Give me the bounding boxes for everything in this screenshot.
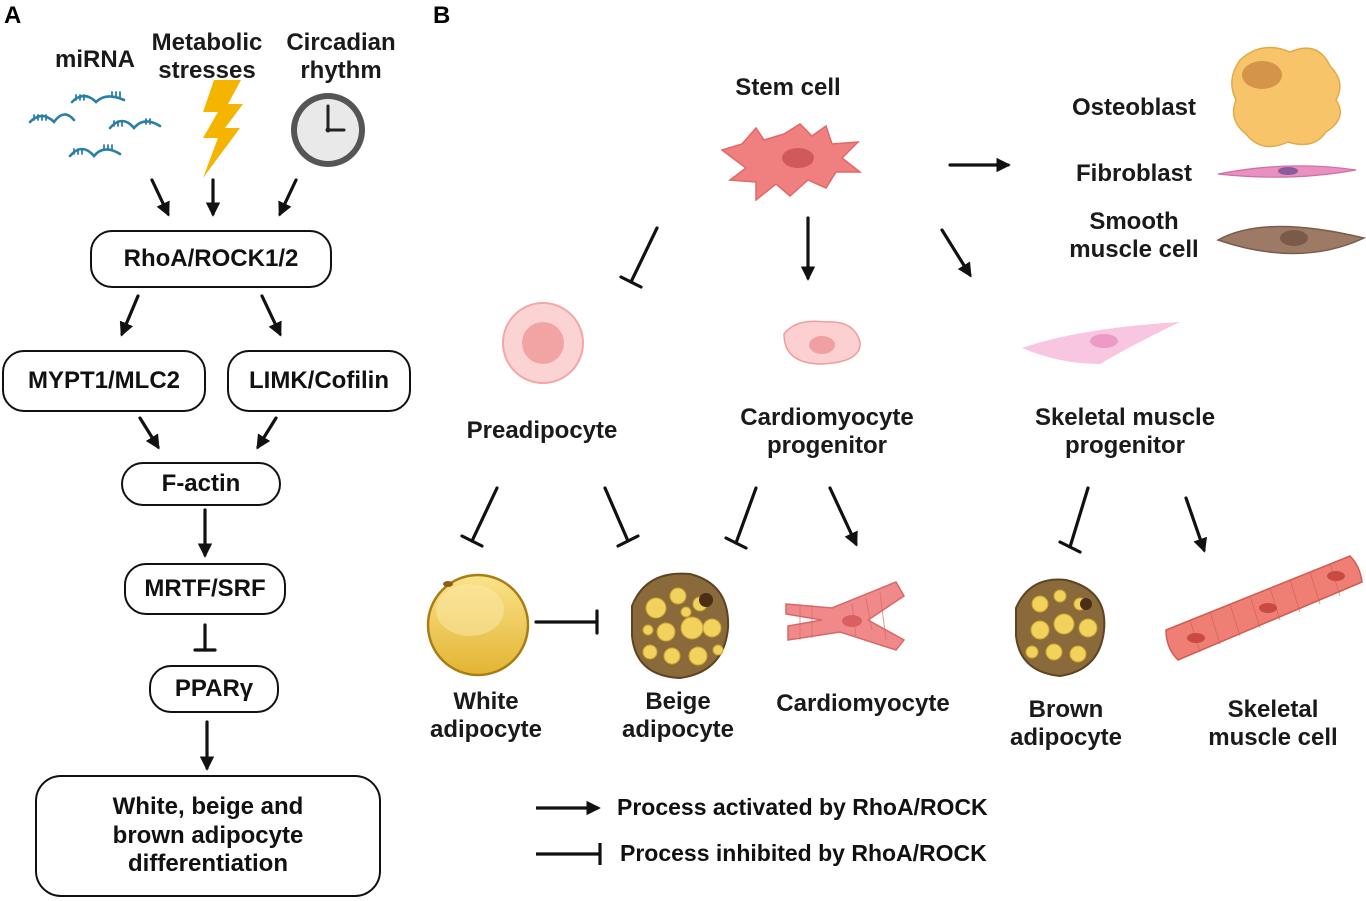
input-label-metabolic: Metabolic stresses <box>151 29 263 84</box>
legend-activated-label: Process activated by RhoA/ROCK <box>617 794 988 820</box>
white-adipocyte-image <box>426 573 530 677</box>
fibroblast-nucleus <box>1278 167 1298 175</box>
label-stem-cell: Stem cell <box>735 74 841 101</box>
node-rhoa-rock: RhoA/ROCK1/2 <box>90 230 332 288</box>
clock-icon <box>291 93 365 167</box>
panel-a-letter: A <box>4 2 22 29</box>
label-skeletal-muscle-progenitor: Skeletal muscle progenitor <box>1034 404 1216 459</box>
skeletal-muscle-progenitor-image <box>1022 322 1180 364</box>
label-fibroblast: Fibroblast <box>1075 160 1193 187</box>
label-skeletal-muscle-cell: Skeletal muscle cell <box>1208 696 1338 751</box>
label-white-adipocyte: White adipocyte <box>429 688 543 743</box>
cardiomyocyte-progenitor-image <box>783 320 861 365</box>
panel-b-arrows <box>800 157 1208 553</box>
osteoblast-nucleus <box>1242 61 1282 89</box>
panel-a-arrows <box>119 178 298 771</box>
cardiomyocyte-image <box>785 581 906 651</box>
skeletal-muscle-cell-image <box>1165 555 1363 661</box>
input-label-mirna: miRNA <box>54 46 136 73</box>
node-adipocyte-differentiation: White, beige and brown adipocyte differe… <box>35 775 381 897</box>
legend-inhibited-symbol <box>536 843 602 865</box>
osteoblast-image <box>1231 46 1341 148</box>
label-smooth-muscle-cell: Smooth muscle cell <box>1069 208 1199 263</box>
stem-cell-nucleus <box>782 148 814 168</box>
node-f-actin: F-actin <box>121 462 281 506</box>
preadipocyte-image <box>502 302 584 384</box>
legend-inhibited-label: Process inhibited by RhoA/ROCK <box>620 840 987 866</box>
node-mypt1-mlc2: MYPT1/MLC2 <box>2 350 206 412</box>
panel-b-inhibition-lines <box>460 226 1090 635</box>
input-label-circadian: Circadian rhythm <box>286 29 396 84</box>
node-ppar-gamma: PPARγ <box>149 665 279 713</box>
smooth-muscle-nucleus <box>1280 230 1308 246</box>
lightning-icon <box>203 80 243 178</box>
label-preadipocyte: Preadipocyte <box>466 417 618 444</box>
panel-b-letter: B <box>433 2 451 29</box>
node-mrtf-srf: MRTF/SRF <box>124 563 286 615</box>
label-beige-adipocyte: Beige adipocyte <box>621 688 735 743</box>
label-cardiomyocyte-progenitor: Cardiomyocyte progenitor <box>740 404 914 459</box>
label-cardiomyocyte: Cardiomyocyte <box>776 690 950 717</box>
mirna-icon <box>28 91 162 159</box>
beige-adipocyte-image <box>631 572 730 680</box>
label-osteoblast: Osteoblast <box>1071 94 1197 121</box>
label-brown-adipocyte: Brown adipocyte <box>1009 696 1123 751</box>
brown-adipocyte-image <box>1015 578 1106 678</box>
node-limk-cofilin: LIMK/Cofilin <box>227 350 411 412</box>
